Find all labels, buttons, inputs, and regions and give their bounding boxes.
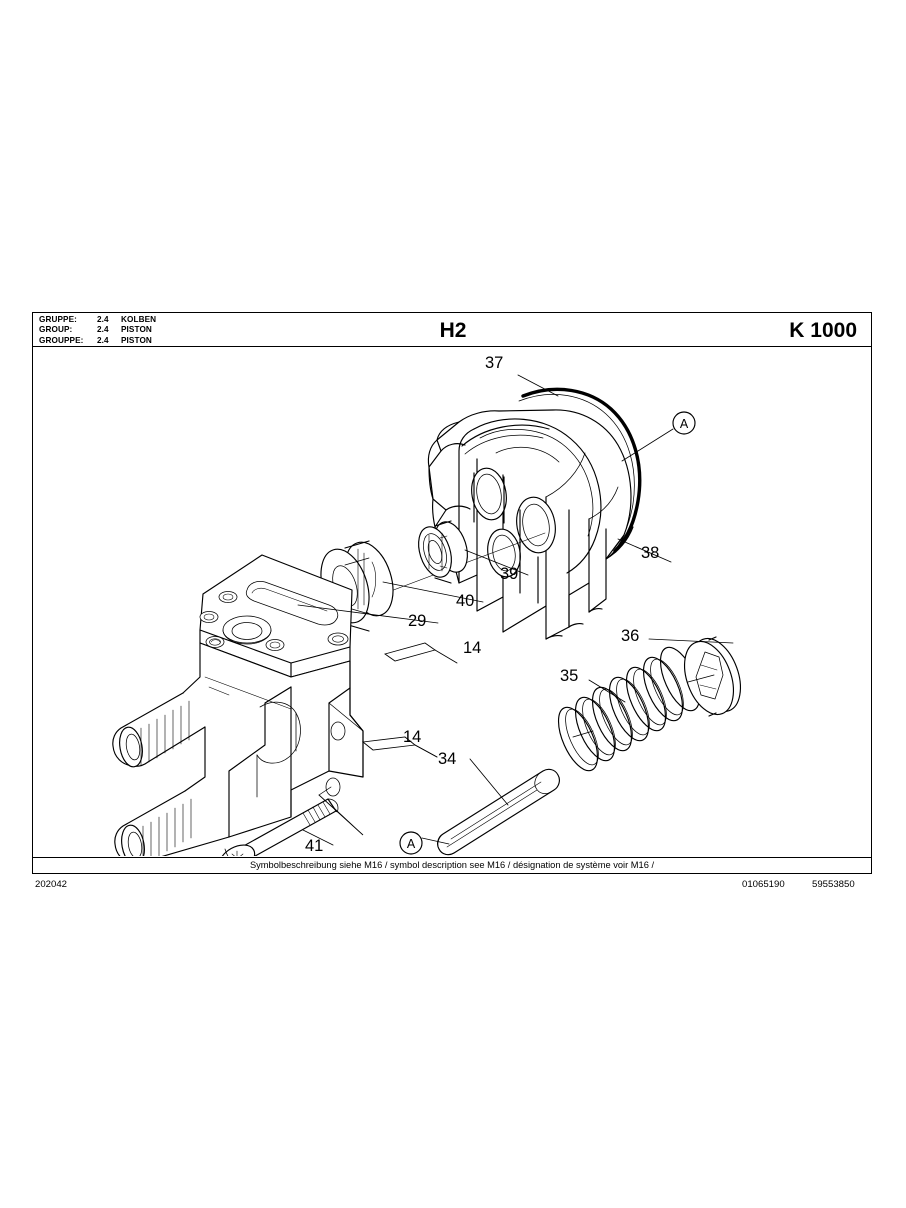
model-code: K 1000 xyxy=(789,319,857,342)
callout-40: 40 xyxy=(456,592,475,610)
group-number-en: 2.4 xyxy=(97,325,109,335)
callout-37: 37 xyxy=(485,354,504,372)
group-label-de: GRUPPE: xyxy=(39,315,78,324)
hex-retainer-washer-36 xyxy=(684,636,741,717)
symbol-flag-14-lower xyxy=(384,642,458,664)
section-marker-a-bottom-text: A xyxy=(407,837,416,851)
callout-35: 35 xyxy=(560,667,579,685)
group-name-en: PISTON xyxy=(121,325,152,335)
group-label-fr: GROUPPE: xyxy=(39,335,84,345)
callout-39: 39 xyxy=(500,565,519,583)
callout-38: 38 xyxy=(641,544,660,562)
group-number-de: 2.4 xyxy=(97,315,109,324)
small-ball-bearing-39 xyxy=(418,520,468,584)
group-name-fr: PISTON xyxy=(121,335,152,345)
pump-cover-assembly xyxy=(427,387,642,640)
document-code-2: 59553850 xyxy=(812,879,855,890)
pump-housing-body xyxy=(112,554,364,856)
section-marker-a-top-text: A xyxy=(680,417,689,431)
symbol-flag-14-upper xyxy=(361,736,438,758)
group-number-fr: 2.4 xyxy=(97,335,109,345)
group-name-de: KOLBEN xyxy=(121,315,157,324)
callout-29: 29 xyxy=(408,612,427,630)
group-row-de: GRUPPE: 2.4 KOLBEN xyxy=(39,315,156,325)
group-row-fr: GROUPPE: 2.4 PISTON xyxy=(39,336,156,346)
callout-34: 34 xyxy=(438,750,457,768)
piston-rod-34 xyxy=(437,768,560,856)
compression-spring-35 xyxy=(557,646,701,772)
callout-14-lower: 14 xyxy=(403,728,422,746)
symbol-description-note: Symbolbeschreibung siehe M16 / symbol de… xyxy=(32,858,872,874)
callout-41: 41 xyxy=(305,837,324,855)
group-label-en: GROUP: xyxy=(39,325,73,335)
callout-36: 36 xyxy=(621,627,640,645)
sheet-footer-codes: 202042 01065190 59553850 xyxy=(32,878,872,894)
callout-14-upper: 14 xyxy=(463,639,482,657)
exploded-diagram-area: .ln { fill:none; stroke:#000; stroke-wid… xyxy=(32,347,872,858)
group-row-en: GROUP: 2.4 PISTON xyxy=(39,325,156,335)
document-code-1: 01065190 xyxy=(742,879,785,890)
sheet-code: H2 xyxy=(439,319,467,342)
exploded-assembly-drawing: .ln { fill:none; stroke:#000; stroke-wid… xyxy=(112,374,741,856)
leader-lines: A A xyxy=(297,374,734,855)
page-number: 202042 xyxy=(35,879,68,890)
